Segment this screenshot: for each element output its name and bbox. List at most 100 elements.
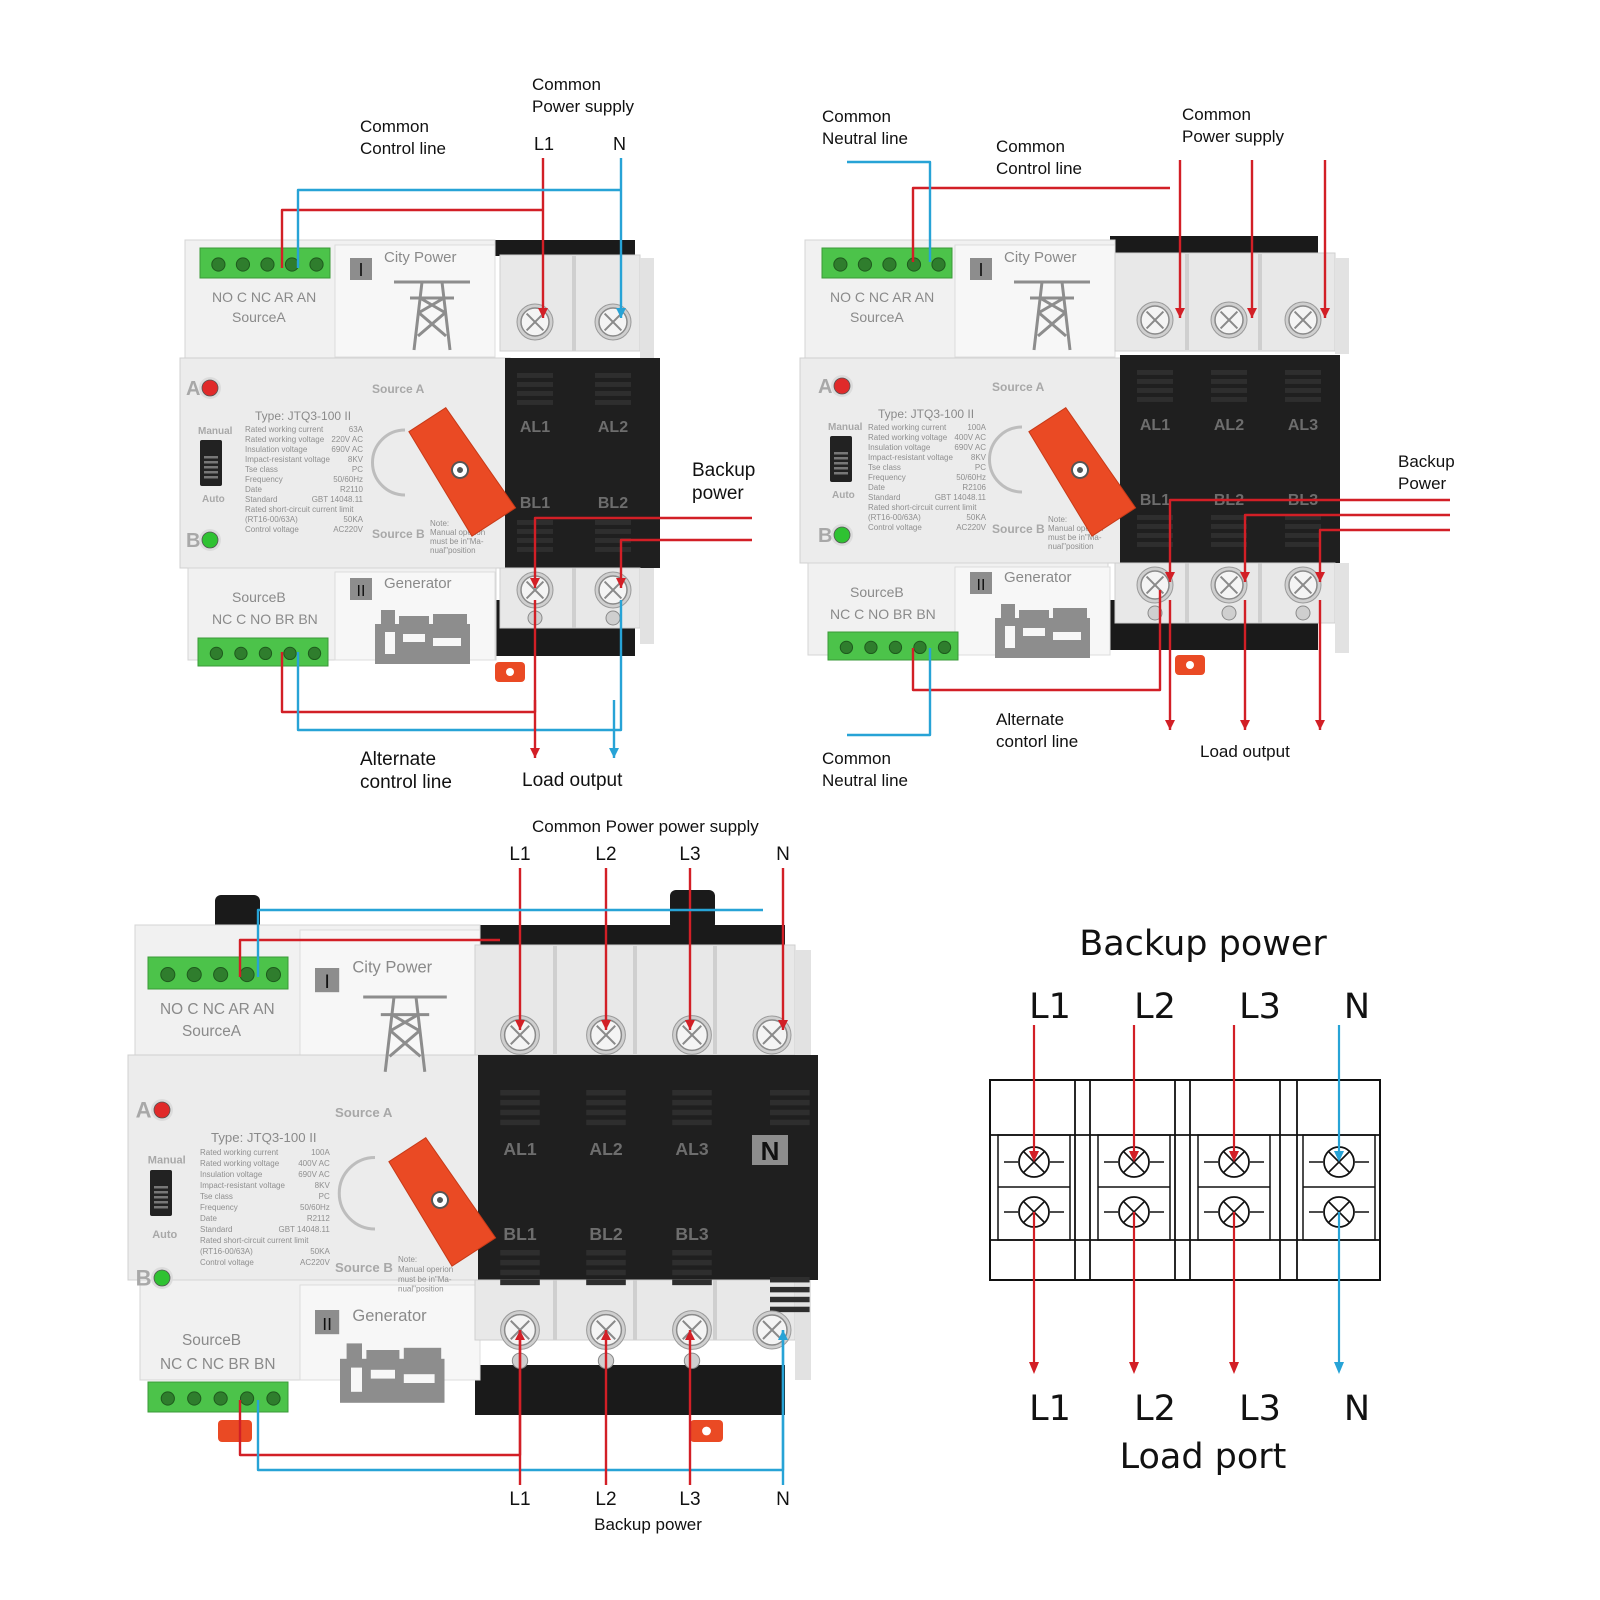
mounting-clip-hole	[702, 1426, 711, 1436]
control-terminal-screw	[211, 257, 226, 272]
vent-slot	[1211, 524, 1247, 529]
city-power-title: City Power	[384, 249, 457, 266]
vent-slot	[500, 1259, 540, 1266]
control-terminal-screw	[213, 967, 229, 983]
vent-slot	[517, 382, 553, 387]
spec-value: GBT 14048.11	[935, 493, 987, 502]
vent-slot	[595, 400, 631, 405]
vent-slot	[672, 1090, 712, 1096]
transfer-handle	[1028, 407, 1137, 537]
vent-slot	[500, 1279, 540, 1286]
spec-label: Frequency	[245, 475, 283, 484]
wire-d2-backup-l3-arrow	[1315, 572, 1325, 582]
wire-d3-backup-l3-arrow	[685, 1330, 695, 1340]
label-top-n: N	[776, 844, 790, 865]
pole-label-top: AL2	[589, 1139, 622, 1159]
control-terminal-screw	[266, 1391, 281, 1406]
wire-d1-alt-n	[296, 600, 623, 732]
wire-d3-l1-supply-arrow	[515, 1020, 525, 1030]
mounting-clip-hole	[506, 668, 514, 676]
source-a-text: Source A	[992, 380, 1045, 394]
vent-slot	[770, 1306, 810, 1313]
vent-slot	[672, 1099, 712, 1106]
lower-screw	[683, 1352, 701, 1370]
vent-slot	[500, 1250, 540, 1256]
pole-label-bottom: BL1	[520, 495, 550, 512]
spec-label: Frequency	[868, 473, 906, 482]
control-terminal-screw	[160, 1391, 175, 1406]
indicator-b-lamp	[201, 531, 219, 549]
spec-label: Rated working current	[868, 423, 947, 432]
label-alternate-2: contorl line	[996, 732, 1078, 751]
vent-slot	[595, 373, 631, 378]
vent-slot	[1285, 515, 1321, 520]
spec-value: 8KV	[971, 453, 987, 462]
transfer-handle	[408, 407, 517, 537]
label-bottom-l1: L1	[509, 1489, 530, 1510]
spec-value: 100A	[967, 423, 986, 432]
wire-d1-control-n	[296, 188, 621, 268]
wire-d2-load-l2-arrow	[1240, 720, 1250, 730]
vent-slot	[586, 1269, 626, 1276]
spec-value: 50/60Hz	[956, 473, 986, 482]
label-common-control-2: Control line	[360, 139, 446, 158]
vent-slot	[770, 1286, 810, 1293]
terminal-footer: Load port	[1120, 1437, 1287, 1477]
control-terminal-screw	[239, 1391, 255, 1406]
pole-label-bottom: BL1	[503, 1224, 536, 1244]
spec-value: 690V AC	[298, 1170, 330, 1179]
terminal-out-arrow	[1029, 1362, 1039, 1374]
label-top-l2: L2	[595, 844, 616, 865]
generator-icon	[340, 1343, 445, 1403]
vent-slot	[1137, 397, 1173, 402]
screw-slot	[762, 1320, 782, 1340]
control-terminal-screw	[882, 257, 897, 272]
city-power-icon	[394, 280, 470, 351]
label-common-power-supply: Common Power power supply	[532, 817, 759, 836]
lower-screw	[605, 610, 621, 626]
wire-d1-l1-supply-arrow	[538, 308, 548, 318]
switch-ridge	[154, 1201, 168, 1204]
control-terminal-screw	[235, 257, 251, 272]
switch-ridge	[154, 1191, 168, 1194]
vent-slot	[770, 1296, 810, 1303]
label-load-output: Load output	[1200, 742, 1290, 761]
wire-d2-l1-supply-arrow	[1175, 308, 1185, 318]
pins-source-b: NC C NO BR BN	[212, 611, 318, 627]
label-top-l1: L1	[509, 844, 530, 865]
source-b-name: SourceB	[182, 1332, 241, 1349]
roman-one-badge	[350, 258, 372, 280]
control-terminal-screw	[187, 1391, 202, 1406]
pins-source-b: NC C NC BR BN	[160, 1356, 275, 1373]
rotate-arrow	[337, 1156, 376, 1231]
wire-d1-backup-n	[619, 538, 752, 588]
spec-value: 220V AC	[331, 435, 363, 444]
wire-d3-control-n	[256, 908, 763, 977]
lower-screw	[1221, 605, 1237, 621]
vent-slot	[500, 1109, 540, 1116]
wire-d3-backup-n-arrow	[778, 1330, 788, 1340]
vent-slot	[586, 1250, 626, 1256]
vent-slot	[595, 538, 631, 543]
screw-slot	[596, 1025, 616, 1045]
vent-slot	[500, 1090, 540, 1096]
label-top-l3: L3	[679, 844, 700, 865]
indicator-b-label: B	[186, 530, 200, 552]
switch-ridge	[154, 1206, 168, 1209]
spec-value: R2112	[307, 1214, 331, 1223]
source-b-text: Source B	[372, 527, 425, 541]
terminal-top-l2: L2	[1134, 987, 1176, 1027]
switch-ridge	[834, 472, 848, 475]
indicator-b-lamp	[153, 1269, 171, 1287]
screw-slot	[603, 312, 623, 332]
indicator-b-lamp	[833, 526, 851, 544]
vent-slot	[595, 391, 631, 396]
screw-slot	[510, 1025, 530, 1045]
roman-two-badge	[350, 578, 372, 600]
indicator-a-lamp	[153, 1101, 171, 1119]
generator-title: Generator	[384, 575, 452, 592]
screw-slot	[682, 1320, 702, 1340]
screw-slot	[525, 312, 545, 332]
terminal-title: Backup power	[1079, 924, 1327, 964]
